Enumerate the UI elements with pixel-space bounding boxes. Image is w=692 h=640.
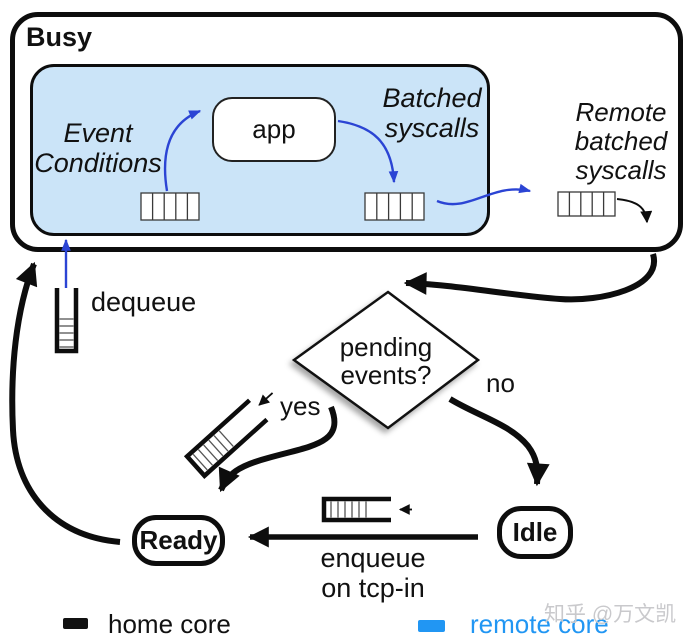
ready-state-node: Ready [132, 515, 225, 566]
remote-queue-out-arrow [616, 198, 653, 224]
busy-label: Busy [26, 22, 93, 52]
remote-batched-syscalls-label: Remote batched syscalls [574, 97, 668, 185]
remote-core-legend-swatch [418, 620, 445, 632]
pending-events-question: pending events? [339, 332, 433, 390]
decision-yes-to-ready-arrow [218, 405, 338, 493]
decision-no-to-idle-arrow [448, 396, 550, 487]
ready-label: Ready [139, 525, 218, 555]
enqueue-queue-icon [321, 496, 412, 523]
home-core-legend-swatch [63, 618, 88, 629]
app-node: app [212, 97, 336, 162]
batched-to-remote-queue-arrow [436, 183, 532, 206]
app-label: app [252, 114, 296, 144]
enqueue-label: enqueue on tcp-in [320, 543, 426, 603]
no-branch-label: no [486, 368, 515, 398]
home-core-legend-label: home core [108, 609, 231, 639]
dequeue-label: dequeue [91, 287, 197, 317]
remote-batched-syscalls-queue-icon [557, 191, 616, 217]
ready-to-busy-arrow [9, 261, 121, 545]
batched-syscalls-queue-icon [364, 192, 425, 221]
yes-branch-label: yes [280, 391, 321, 421]
dequeue-queue-icon [54, 288, 79, 354]
remote-core-legend-label: remote core [470, 609, 609, 639]
yes-queue-insert-arrow [258, 392, 274, 406]
pending-events-decision-diamond [291, 290, 481, 430]
idle-label: Idle [512, 517, 558, 547]
event-conditions-label: Event Conditions [34, 118, 162, 178]
app-to-batched-queue-arrow [337, 119, 399, 184]
watermark: 知乎 @万文凯 [544, 603, 677, 626]
idle-state-node: Idle [497, 506, 573, 559]
batched-syscalls-label: Batched syscalls [382, 83, 482, 143]
event-conditions-queue-icon [140, 192, 200, 221]
busy-to-decision-arrow [403, 253, 658, 303]
queue-to-app-arrow [163, 109, 202, 192]
yes-branch-queue-icon [183, 392, 274, 479]
